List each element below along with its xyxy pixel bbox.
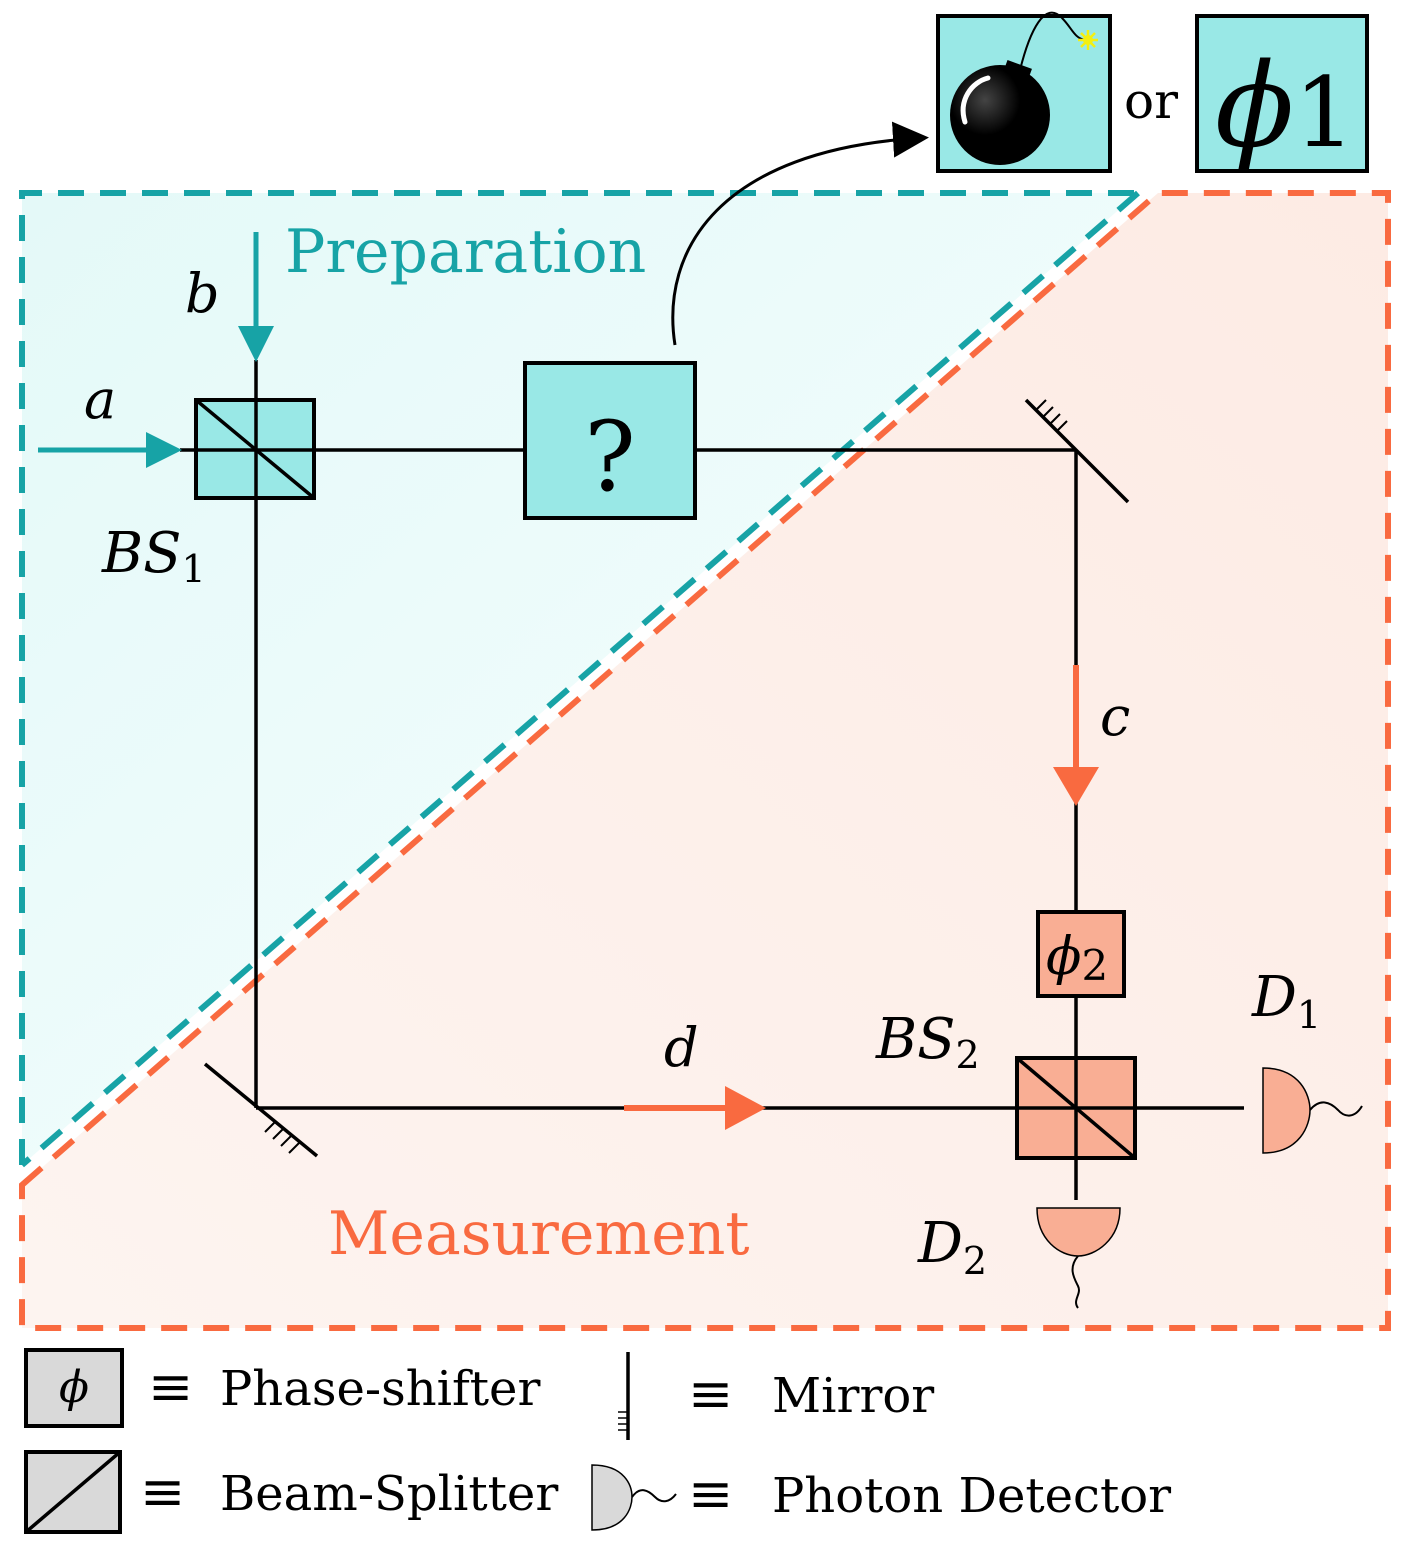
legend-beam-splitter: ≡ Beam-Splitter xyxy=(24,1450,558,1534)
phi1-label: ϕ1 xyxy=(1215,39,1355,174)
legend-equiv: ≡ xyxy=(688,1462,733,1525)
or-text: or xyxy=(1124,72,1178,130)
bomb-option-box xyxy=(936,11,1112,173)
unknown-symbol: ? xyxy=(584,401,635,513)
legend-phase-shifter: ϕ ≡ Phase-shifter xyxy=(24,1348,540,1428)
legend-beam-splitter-label: Beam-Splitter xyxy=(220,1466,558,1522)
beam-b-label: b xyxy=(185,262,220,325)
beam-d-label: d xyxy=(664,1016,699,1079)
beam-splitter-2 xyxy=(1015,1056,1137,1160)
legend: ϕ ≡ Phase-shifter ≡ Mirror ≡ Beam-Splitt… xyxy=(24,1348,1171,1534)
photon-detector-1 xyxy=(1262,1067,1363,1154)
legend-equiv: ≡ xyxy=(688,1362,733,1425)
beam-a-label: a xyxy=(84,368,116,431)
beam-c-arrow xyxy=(1053,665,1099,806)
legend-mirror-label: Mirror xyxy=(772,1368,934,1424)
preparation-label: Preparation xyxy=(285,217,646,287)
beam-d-arrow xyxy=(624,1086,766,1130)
bs1-label: BS1 xyxy=(101,521,206,591)
bomb-icon xyxy=(950,11,1098,165)
legend-equiv: ≡ xyxy=(148,1355,193,1418)
legend-photon-detector: ≡ Photon Detector xyxy=(591,1462,1171,1531)
unknown-element-box: ? xyxy=(523,361,697,520)
mirror-bottom-left xyxy=(203,1062,319,1158)
bs2-label: BS2 xyxy=(875,1007,980,1077)
curved-arrow xyxy=(671,121,929,346)
photon-detector-2 xyxy=(1036,1207,1121,1309)
input-beam-b xyxy=(238,232,274,362)
d1-label: D1 xyxy=(1251,965,1321,1037)
measurement-region xyxy=(19,190,1391,1331)
beam-splitter-1 xyxy=(194,398,316,500)
legend-mirror: ≡ Mirror xyxy=(618,1352,934,1440)
phi2-label: ϕ2 xyxy=(1046,927,1108,990)
legend-photon-detector-label: Photon Detector xyxy=(772,1468,1171,1524)
legend-equiv: ≡ xyxy=(140,1460,185,1523)
input-beam-a xyxy=(38,432,182,468)
beam-c-label: c xyxy=(1100,685,1130,748)
phase-shifter-2: ϕ2 xyxy=(1036,910,1126,998)
measurement-label: Measurement xyxy=(328,1199,750,1269)
mirror-top-right xyxy=(1024,398,1130,504)
legend-phi-symbol: ϕ xyxy=(59,1362,89,1413)
d2-label: D2 xyxy=(917,1211,987,1283)
legend-phase-shifter-label: Phase-shifter xyxy=(220,1361,540,1417)
phase-shifter-1-option-box: ϕ1 xyxy=(1195,14,1369,174)
